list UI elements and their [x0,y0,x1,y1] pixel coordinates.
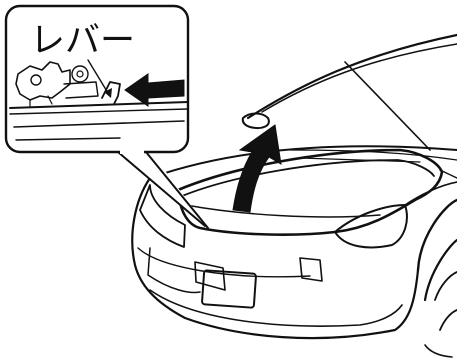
hood [178,114,442,235]
callout-bubble: レバー [6,6,208,228]
lift-arrow [233,125,281,212]
callout-label: レバー [30,21,135,61]
